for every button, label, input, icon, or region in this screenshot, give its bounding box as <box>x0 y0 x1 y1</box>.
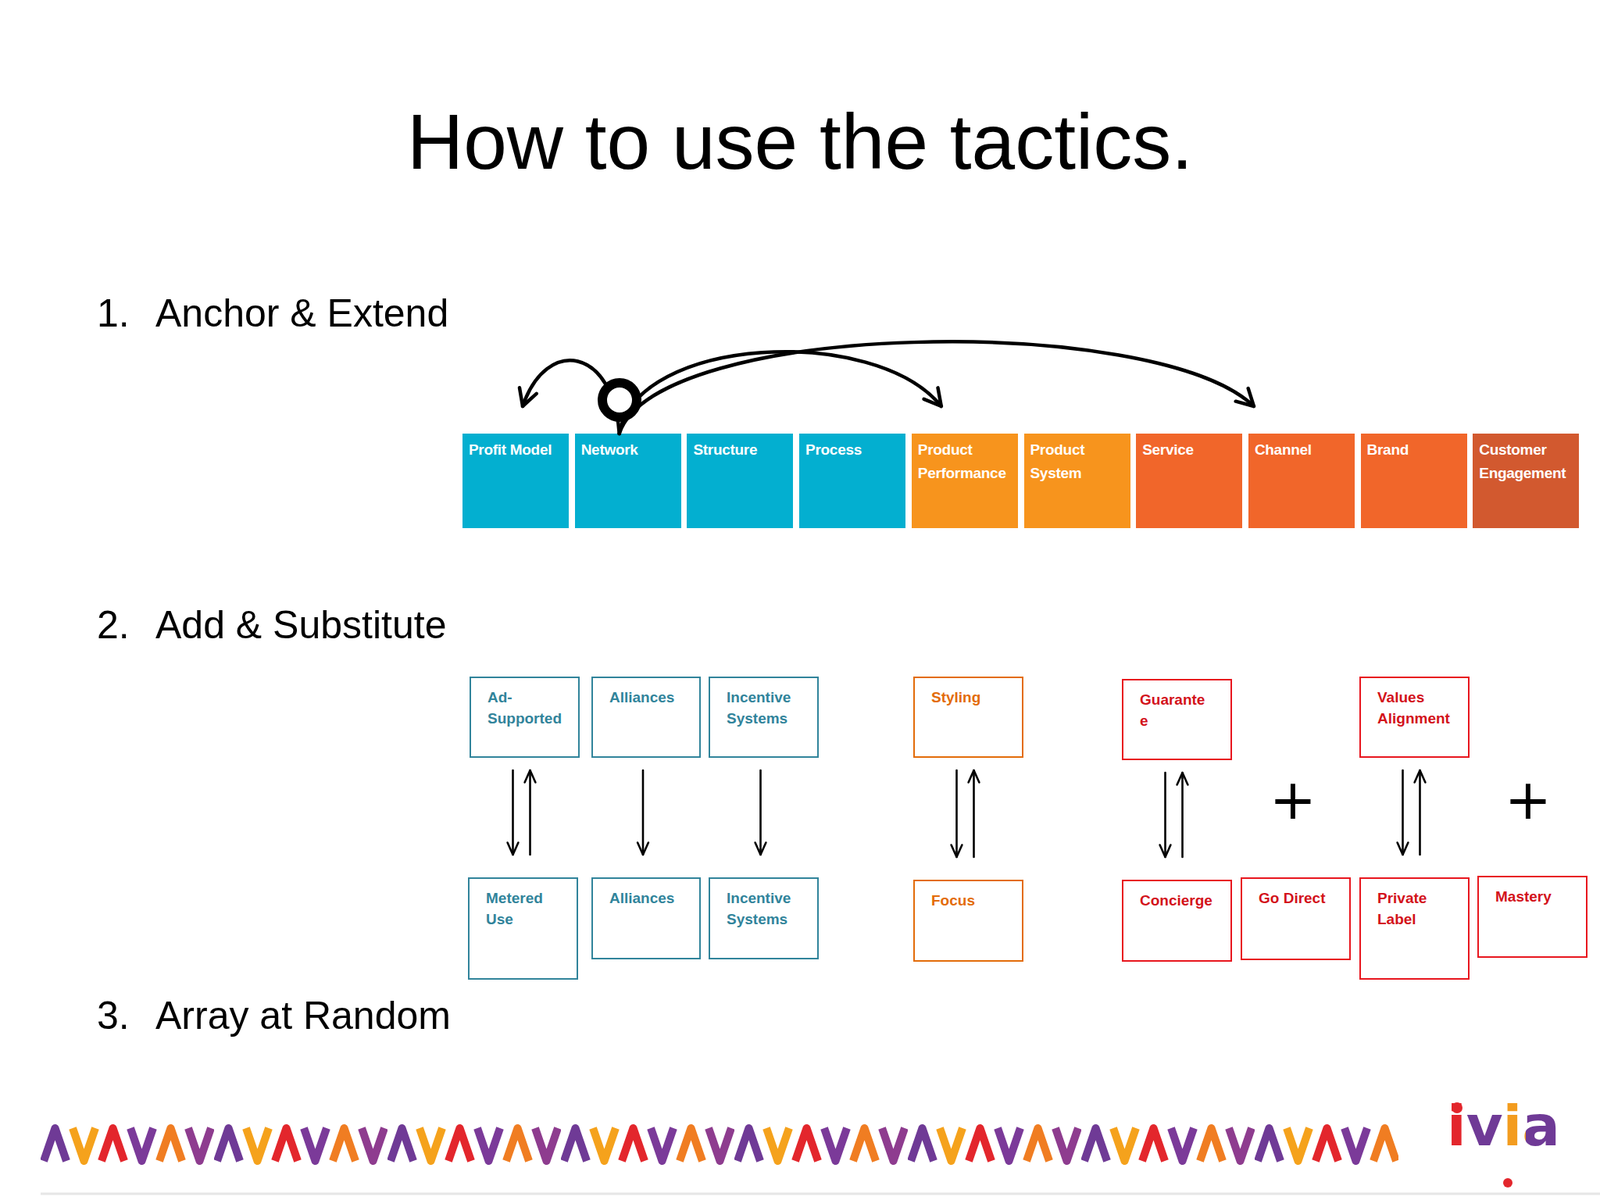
tactic-card: Go Direct <box>1240 877 1351 961</box>
connector-arrow <box>637 770 649 855</box>
tactic-box: Customer Engagement <box>1472 433 1579 529</box>
connector-arrow <box>1160 772 1189 858</box>
tactic-box: Service <box>1135 433 1243 529</box>
tactic-card: Styling <box>913 676 1024 758</box>
zigzag-pattern <box>40 1123 1399 1166</box>
tactic-box: Product Performance <box>911 433 1018 529</box>
connector-line <box>759 770 762 855</box>
box-text: Brand <box>1367 438 1465 462</box>
connector-line <box>528 770 532 855</box>
list-number: 2. <box>96 601 130 649</box>
connector-line <box>619 341 1254 434</box>
section-heading: Anchor & Extend <box>155 289 449 337</box>
plus-sign: + <box>1269 771 1317 828</box>
connector-line <box>1414 770 1426 783</box>
connector-line <box>507 842 519 856</box>
tactic-box: Brand <box>1360 433 1468 529</box>
connector-arrow <box>755 770 767 855</box>
box-text: Ad-Supported <box>487 686 557 729</box>
brand-logo: ivia <box>1446 1097 1561 1154</box>
connector-line <box>755 842 767 856</box>
connector-line <box>968 770 980 783</box>
connector-line <box>642 770 645 855</box>
section-heading: Add & Substitute <box>155 601 447 649</box>
connector-arrow <box>951 770 980 858</box>
box-text: Process <box>805 438 903 462</box>
box-text: Structure <box>692 438 790 462</box>
connector-line <box>951 845 963 858</box>
tactic-box: Network <box>575 433 682 529</box>
box-text: Values Alignment <box>1377 686 1447 729</box>
anchor-circle <box>602 382 637 418</box>
connector-line <box>1418 770 1422 855</box>
connector-line <box>1164 772 1167 858</box>
list-number: 3. <box>96 992 130 1040</box>
box-text: Product Performance <box>917 438 1015 486</box>
connector-line <box>1160 845 1172 858</box>
box-text: Product System <box>1030 438 1128 486</box>
box-text: Mastery <box>1495 885 1565 908</box>
box-text: Network <box>581 438 679 462</box>
tactic-box: Product System <box>1024 433 1131 529</box>
tactic-card: Incentive Systems <box>708 877 819 960</box>
box-text: Customer Engagement <box>1478 438 1576 486</box>
logo-dot <box>1503 1178 1513 1188</box>
tactic-card: Guarante e <box>1121 678 1233 761</box>
connector-arrow <box>519 360 620 434</box>
connector-line <box>1177 772 1189 786</box>
tactic-card: Ad-Supported <box>469 676 580 758</box>
connector-line <box>525 770 536 783</box>
box-text: Incentive Systems <box>726 686 796 729</box>
connector-arrow <box>507 770 536 855</box>
tactic-card: Concierge <box>1121 879 1233 962</box>
box-text: Go Direct <box>1258 887 1328 909</box>
tactic-card: Values Alignment <box>1359 676 1470 758</box>
tactic-card: Private Label <box>1359 877 1470 980</box>
box-text: Metered Use <box>485 887 555 930</box>
tactic-card: Metered Use <box>467 877 579 980</box>
connector-line <box>522 360 620 434</box>
list-number: 1. <box>96 289 130 337</box>
connector-line <box>972 770 975 858</box>
tactic-box: Channel <box>1248 433 1355 529</box>
connector-line <box>511 770 515 855</box>
box-text: Channel <box>1254 438 1352 462</box>
connector-line <box>637 842 649 856</box>
connector-arrow <box>619 341 1254 434</box>
box-text: Focus <box>931 889 1000 911</box>
box-text: Profit Model <box>468 438 566 462</box>
connector-arrow <box>1397 770 1426 855</box>
footer-rule <box>40 1192 1600 1196</box>
box-text: Concierge <box>1139 889 1209 911</box>
connector-line <box>619 351 942 434</box>
box-text: Styling <box>931 686 1000 708</box>
box-text: Alliances <box>609 686 678 708</box>
box-text: Service <box>1142 438 1240 462</box>
tactic-card: Incentive Systems <box>708 676 819 758</box>
connector-line <box>955 770 958 858</box>
slide-title: How to use the tactics. <box>0 96 1600 187</box>
tactic-card: Alliances <box>591 676 701 758</box>
plus-sign: + <box>1504 771 1552 828</box>
connector-line <box>1181 772 1184 858</box>
tactic-card: Mastery <box>1477 875 1588 958</box>
box-text: Alliances <box>609 887 678 909</box>
tactic-box: Process <box>799 433 906 529</box>
tactic-box: Profit Model <box>462 433 569 529</box>
connector-arrow <box>619 351 942 434</box>
section-heading: Array at Random <box>155 992 451 1040</box>
box-text: Incentive Systems <box>726 887 796 930</box>
box-text: Guarante e <box>1139 689 1209 732</box>
box-text: Private Label <box>1377 887 1447 930</box>
connector-line <box>924 387 942 407</box>
tactic-box: Structure <box>686 433 793 529</box>
connector-line <box>519 387 537 407</box>
connector-line <box>1235 388 1254 407</box>
connector-line <box>1397 842 1409 856</box>
connector-line <box>1401 770 1404 855</box>
tactic-card: Alliances <box>591 877 701 960</box>
tactic-card: Focus <box>913 879 1024 962</box>
